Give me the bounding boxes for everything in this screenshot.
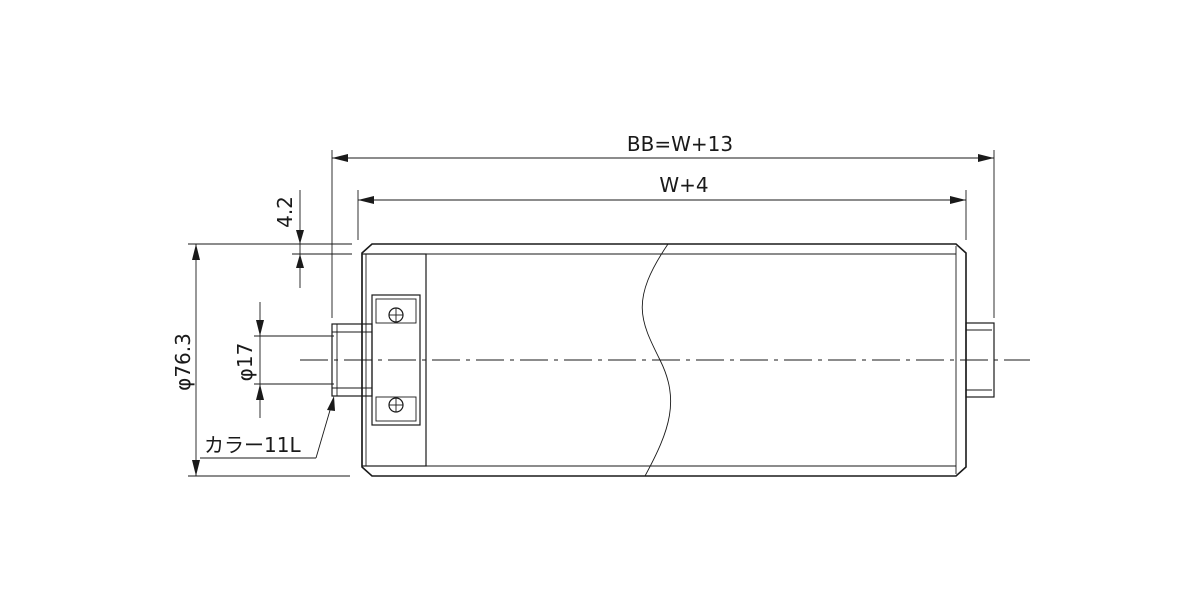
dim-roller-length-label: W+4 <box>659 173 708 197</box>
dimension-shaft-diameter <box>254 302 334 418</box>
dimension-gap <box>292 190 352 288</box>
dimension-overall-length <box>331 150 995 318</box>
dim-roller-diameter-label: φ76.3 <box>171 333 195 391</box>
dim-overall-length-label: BB=W+13 <box>627 132 733 156</box>
dim-shaft-diameter-label: φ17 <box>233 343 257 382</box>
dimension-roller-length <box>357 190 967 240</box>
collar-label: カラー11L <box>204 433 301 457</box>
dim-gap-label: 4.2 <box>273 196 297 228</box>
bearing-balls <box>388 307 404 413</box>
dimension-roller-diameter <box>188 243 350 477</box>
collar-leader <box>200 396 335 459</box>
